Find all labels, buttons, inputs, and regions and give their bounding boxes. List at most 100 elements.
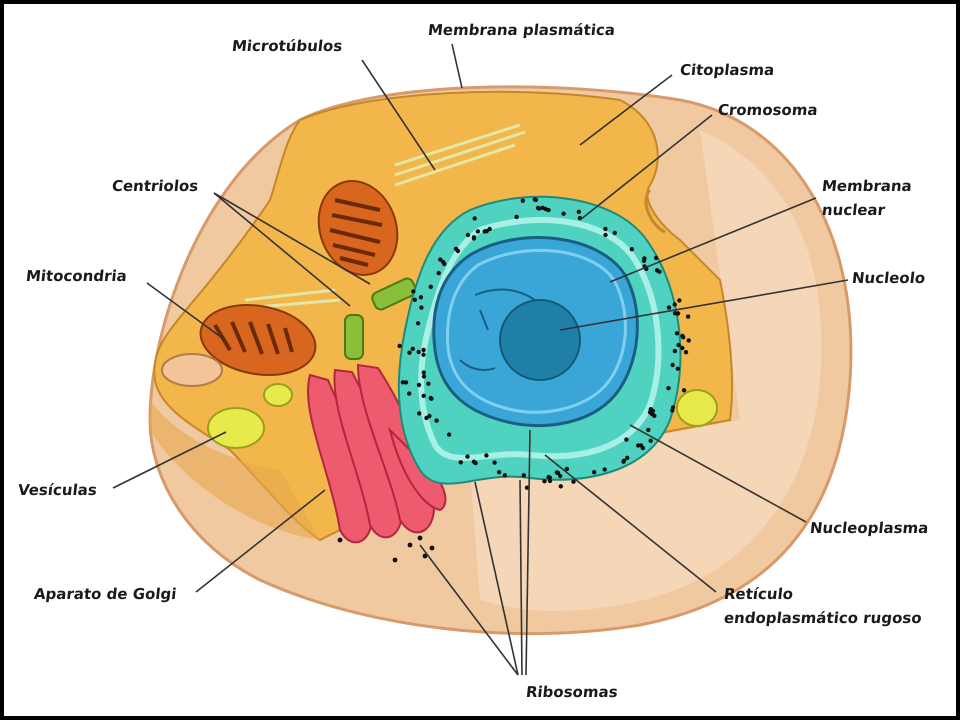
label-centriolos: Centriolos	[111, 177, 200, 195]
ribosome-dot	[496, 470, 502, 475]
ribosome-dot	[410, 346, 415, 351]
nucleolus	[499, 299, 581, 381]
ribosome-dot	[602, 467, 607, 472]
ribosome-dot	[571, 479, 576, 484]
label-vesiculas: Vesículas	[17, 481, 98, 499]
label-citoplasma: Citoplasma	[679, 61, 776, 79]
ribosome-dot	[612, 230, 617, 236]
ribosome-dot	[641, 258, 647, 263]
label-reticulo-line2: endoplasmático rugoso	[723, 609, 923, 627]
ribosome-dot	[546, 207, 551, 213]
ribosome-dot	[524, 485, 530, 490]
ribosome-dot	[672, 348, 678, 354]
ribosome-dot	[416, 349, 421, 355]
ribosome-dot	[514, 214, 519, 220]
ribosome-dot	[418, 295, 424, 300]
ribosome-dot	[680, 345, 685, 351]
ribosome-dot	[484, 453, 489, 458]
ribosome-dot	[546, 474, 551, 480]
ribosome-dot	[629, 247, 634, 252]
ribosome-dot	[502, 473, 507, 478]
ribosome-dot	[648, 438, 653, 443]
ribosome-dot	[681, 388, 687, 393]
ribosome-dot	[670, 362, 675, 368]
ribosome-dot	[603, 226, 608, 232]
ribosome-dot	[685, 314, 691, 319]
ribosome-dot	[652, 413, 657, 418]
ribosome-dot	[542, 479, 547, 484]
ribosome-dot	[471, 235, 477, 240]
vacuole	[161, 353, 223, 387]
ribosome-dot	[592, 470, 597, 475]
ribosome-dot	[558, 473, 563, 479]
ribosome-dot	[547, 478, 553, 484]
label-nucleoplasma: Nucleoplasma	[809, 519, 930, 537]
ribosome-dot	[421, 370, 426, 375]
label-microtubulos: Microtúbulos	[231, 37, 344, 55]
ribosome-dot	[676, 342, 681, 348]
ribosome-dot	[446, 432, 452, 437]
vesicles	[207, 383, 718, 449]
ribosome-dot	[407, 391, 412, 396]
ribosome-dot	[666, 305, 672, 310]
microtubules	[244, 123, 526, 310]
chromatin	[459, 288, 536, 371]
ribosome-dot	[412, 297, 418, 302]
ribosome-dot	[558, 484, 563, 489]
ribosome-dot	[683, 350, 689, 355]
ribosome-dot	[533, 197, 539, 203]
ribosome-dot	[421, 393, 426, 398]
ribosome-dot	[427, 413, 432, 419]
ribosome-dot	[675, 311, 681, 316]
ribosome-dot	[472, 216, 477, 221]
ribosome-dot	[419, 305, 424, 310]
ribosome-dot	[458, 460, 463, 465]
ribosome-dot	[657, 269, 662, 274]
label-membrana-nuclear-line2: nuclear	[821, 201, 887, 219]
ribosome-dot	[561, 211, 566, 216]
ribosome-dot	[564, 466, 570, 472]
ribosome-dot	[421, 352, 426, 357]
ribosome-dot	[624, 437, 629, 442]
ribosome-dot	[453, 246, 459, 251]
ribosome-dot	[554, 470, 559, 475]
ribosome-dot	[666, 386, 671, 391]
ribosome-dot	[681, 335, 686, 340]
ribosome-dot	[392, 557, 398, 563]
ribosome-dot	[576, 209, 581, 214]
ribosome-dot	[417, 535, 423, 541]
ribosome-dot	[473, 460, 478, 466]
ribosome-dot	[484, 228, 489, 234]
ribosome-dot	[416, 382, 422, 388]
ribosome-dot	[417, 411, 422, 416]
ribosome-dot	[407, 542, 413, 548]
ribosome-dot	[670, 405, 676, 410]
cell-inner-shade	[470, 130, 822, 612]
ribosome-dot	[621, 459, 626, 464]
ribosome-dot	[537, 206, 542, 211]
ribosome-dot	[415, 321, 421, 326]
ribosome-dot	[520, 198, 525, 203]
ribosome-dot	[653, 255, 659, 261]
label-membrana-nuclear-line1: Membrana	[821, 177, 913, 195]
golgi-apparatus	[307, 363, 447, 544]
ribosome-dot	[397, 343, 402, 349]
ribosome-dot	[434, 418, 439, 423]
ribosome-dot	[438, 257, 443, 262]
ribosome-dot	[421, 347, 426, 353]
label-cromosoma: Cromosoma	[717, 101, 819, 119]
label-membrana-plasmatica: Membrana plasmática	[427, 21, 616, 39]
ribosome-dot	[428, 284, 433, 289]
ribosome-dot	[400, 380, 406, 385]
nuclear-membrane-inner	[445, 248, 627, 414]
ribosome-dot	[465, 454, 470, 459]
label-mitocondria: Mitocondria	[25, 267, 128, 285]
mitochondrion-left	[199, 304, 317, 376]
centrioles	[344, 277, 417, 360]
cytoplasm-lip	[150, 400, 320, 540]
ribosome-dot	[337, 537, 343, 543]
ribosome-dot	[422, 553, 428, 559]
membrane-notch	[644, 188, 666, 234]
